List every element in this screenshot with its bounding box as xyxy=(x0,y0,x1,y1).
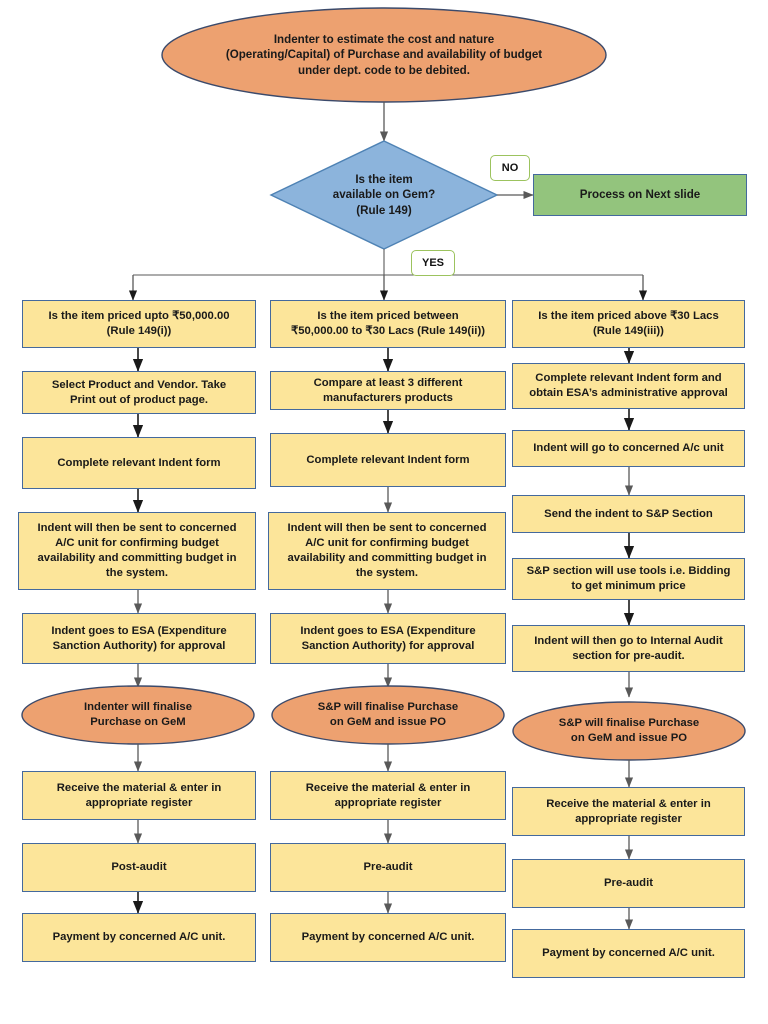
col2-step4-line-3: availability and committing budget in xyxy=(287,552,487,564)
col1-step4-line-3: availability and committing budget in xyxy=(37,552,237,564)
col3-step8-line-2: appropriate register xyxy=(575,812,682,825)
col3-head-box[interactable]: Is the item priced above ₹30 Lacs (Rule … xyxy=(512,300,745,348)
col3-step5-box[interactable]: S&P section will use tools i.e. Bidding … xyxy=(512,558,745,600)
col3-step2-box[interactable]: Complete relevant Indent form and obtain… xyxy=(512,363,745,409)
col2-head-line-2: ₹50,000.00 to ₹30 Lacs (Rule 149(ii)) xyxy=(291,325,485,337)
decision-line-3: (Rule 149) xyxy=(356,203,412,217)
col2-step5-line-1: Indent goes to ESA (Expenditure xyxy=(300,624,476,637)
col2-step7-box[interactable]: Receive the material & enter in appropri… xyxy=(270,771,506,820)
col2-step4-line-1: Indent will then be sent to concerned xyxy=(287,522,487,535)
edge-label-no: NO xyxy=(490,155,530,181)
start-line-1: Indenter to estimate the cost and nature xyxy=(273,33,495,47)
col1-step2-box[interactable]: Select Product and Vendor. Take Print ou… xyxy=(22,371,256,414)
col3-step2-line-2: obtain ESA’s administrative approval xyxy=(529,387,728,399)
col3-step6-line-2: section for pre-audit. xyxy=(572,649,685,662)
start-terminator: Indenter to estimate the cost and nature… xyxy=(162,8,606,102)
start-line-3: under dept. code to be debited. xyxy=(298,63,470,77)
col1-step2-line-2: Print out of product page. xyxy=(69,393,209,406)
decision-line-2: available on Gem? xyxy=(332,188,436,202)
col3-step5-line-2: to get minimum price xyxy=(571,580,686,592)
col2-step9-box[interactable]: Payment by concerned A/C unit. xyxy=(270,913,506,962)
col2-step7-line-2: appropriate register xyxy=(334,796,442,809)
col2-step5-line-2: Sanction Authority) for approval xyxy=(301,639,475,652)
col3-step8-box[interactable]: Receive the material & enter in appropri… xyxy=(512,787,745,836)
col1-step6-line-2: Purchase on GeM xyxy=(90,716,186,728)
col2-head-box[interactable]: Is the item priced between ₹50,000.00 to… xyxy=(270,300,506,348)
col1-step7-line-2: appropriate register xyxy=(85,796,193,809)
col2-step4-line-4: the system. xyxy=(355,566,419,579)
col3-gem-terminator: S&P will finalise Purchase on GeM and is… xyxy=(513,702,745,760)
col1-step2-line-1: Select Product and Vendor. Take xyxy=(51,378,227,391)
col3-step5-line-1: S&P section will use tools i.e. Bidding xyxy=(526,565,731,578)
start-line-2: (Operating/Capital) of Purchase and avai… xyxy=(225,48,543,62)
col1-step7-box[interactable]: Receive the material & enter in appropri… xyxy=(22,771,256,820)
col2-gem-terminator: S&P will finalise Purchase on GeM and is… xyxy=(272,686,504,744)
decision-line-1: Is the item xyxy=(355,173,413,187)
col2-step2-line-1: Compare at least 3 different xyxy=(313,376,463,389)
col1-step6-line-1: Indenter will finalise xyxy=(84,701,192,714)
col3-step2-line-1: Complete relevant Indent form and xyxy=(535,372,722,385)
col3-head-line-2: (Rule 149(iii)) xyxy=(593,325,664,337)
col1-head-line-2: (Rule 149(i)) xyxy=(106,325,172,337)
col2-step6-line-2: on GeM and issue PO xyxy=(329,716,447,728)
col3-head-line-1: Is the item priced above ₹30 Lacs xyxy=(538,310,719,323)
col1-step5-line-1: Indent goes to ESA (Expenditure xyxy=(51,624,227,637)
col1-step9-box[interactable]: Payment by concerned A/C unit. xyxy=(22,913,256,962)
col3-step8-line-1: Receive the material & enter in xyxy=(546,797,711,810)
col2-step2-box[interactable]: Compare at least 3 different manufacture… xyxy=(270,371,506,410)
col1-head-box[interactable]: Is the item priced upto ₹50,000.00 (Rule… xyxy=(22,300,256,348)
col1-head-line-1: Is the item priced upto ₹50,000.00 xyxy=(48,310,230,323)
col2-step4-box[interactable]: Indent will then be sent to concerned A/… xyxy=(268,512,506,590)
col2-step2-line-2: manufacturers products xyxy=(323,391,453,404)
col2-step5-box[interactable]: Indent goes to ESA (Expenditure Sanction… xyxy=(270,613,506,664)
col3-step6-box[interactable]: Indent will then go to Internal Audit se… xyxy=(512,625,745,672)
col1-step3-box[interactable]: Complete relevant Indent form xyxy=(22,437,256,489)
col2-head-line-1: Is the item priced between xyxy=(317,310,459,323)
col1-gem-terminator: Indenter will finalise Purchase on GeM xyxy=(22,686,254,744)
col2-step8-box[interactable]: Pre-audit xyxy=(270,843,506,892)
col1-step4-box[interactable]: Indent will then be sent to concerned A/… xyxy=(18,512,256,590)
col1-step4-line-1: Indent will then be sent to concerned xyxy=(37,522,237,535)
col3-step10-box[interactable]: Payment by concerned A/C unit. xyxy=(512,929,745,978)
col2-step7-line-1: Receive the material & enter in xyxy=(305,781,471,794)
decision-node: Is the item available on Gem? (Rule 149) xyxy=(289,152,479,238)
col3-step9-box[interactable]: Pre-audit xyxy=(512,859,745,908)
col3-step4-box[interactable]: Send the indent to S&P Section xyxy=(512,495,745,533)
col3-step3-box[interactable]: Indent will go to concerned A/c unit xyxy=(512,430,745,467)
col1-step8-box[interactable]: Post-audit xyxy=(22,843,256,892)
edge-label-yes: YES xyxy=(411,250,455,276)
col2-step6-line-1: S&P will finalise Purchase xyxy=(317,701,459,714)
col2-step3-box[interactable]: Complete relevant Indent form xyxy=(270,433,506,487)
col3-step7-line-1: S&P will finalise Purchase xyxy=(558,717,700,730)
col2-step4-line-2: A/C unit for confirming budget xyxy=(305,537,469,550)
col1-step4-line-4: the system. xyxy=(105,566,169,579)
col3-step6-line-1: Indent will then go to Internal Audit xyxy=(534,634,723,647)
col3-step7-line-2: on GeM and issue PO xyxy=(570,732,688,744)
col1-step7-line-1: Receive the material & enter in xyxy=(56,781,222,794)
process-next-slide-box[interactable]: Process on Next slide xyxy=(533,174,747,216)
col1-step5-box[interactable]: Indent goes to ESA (Expenditure Sanction… xyxy=(22,613,256,664)
col1-step5-line-2: Sanction Authority) for approval xyxy=(52,639,226,652)
col1-step4-line-2: A/C unit for confirming budget xyxy=(55,537,219,550)
